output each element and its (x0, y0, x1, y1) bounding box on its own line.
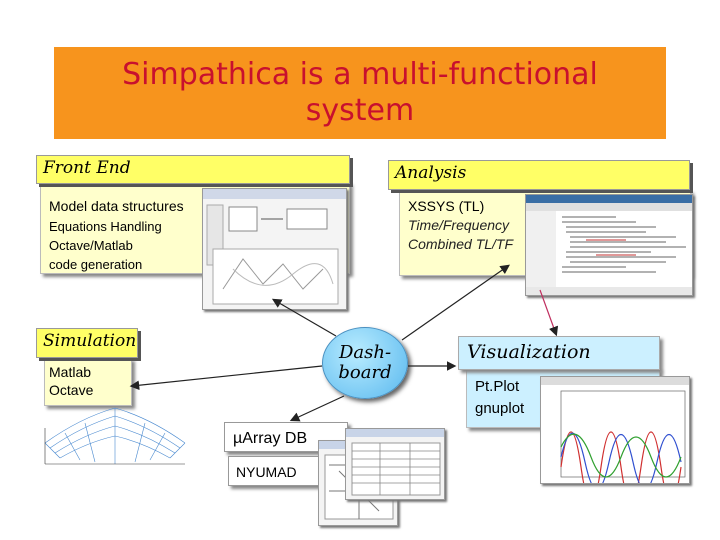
front-end-line-3: Octave/Matlab (49, 238, 133, 253)
arrow-dashboard-to-front-end (271, 298, 337, 337)
database-label: µArray DB (233, 430, 308, 447)
front-end-screenshot (202, 188, 347, 310)
database-sub-label: NYUMAD (236, 464, 297, 480)
front-end-header: Front End (36, 155, 350, 184)
title-banner: Simpathica is a multi-functional system (54, 47, 666, 139)
visualization-plot-graphic (541, 377, 689, 483)
analysis-header: Analysis (388, 160, 690, 190)
arrow-analysis-to-visualization (539, 289, 559, 337)
front-end-line-2: Equations Handling (49, 219, 162, 234)
analysis-screenshot (525, 194, 693, 296)
front-end-screenshot-graphic (203, 189, 346, 305)
front-end-line-4: code generation (49, 257, 143, 272)
simulation-mesh-graphic (44, 407, 186, 465)
slide-title: Simpathica is a multi-functional system (122, 57, 598, 128)
analysis-line-3: Combined TL/TF (408, 236, 514, 252)
simulation-header: Simulation (36, 328, 138, 358)
visualization-plot (540, 376, 690, 484)
simulation-panel: Matlab Octave (44, 358, 132, 406)
simulation-mesh-plot (40, 398, 190, 468)
simulation-line-2: Octave (49, 382, 94, 398)
analysis-screenshot-graphic (526, 195, 692, 295)
front-end-line-1: Model data structures (49, 198, 184, 214)
dashboard-label: Dash-board (338, 342, 392, 383)
database-sub-box: NYUMAD (228, 456, 320, 486)
arrow-dashboard-to-simulation (129, 365, 323, 391)
visualization-header: Visualization (458, 336, 660, 370)
database-screenshot-2-graphic (346, 429, 444, 496)
database-screenshot-2 (345, 428, 445, 500)
visualization-line-1: Pt.Plot (475, 378, 520, 395)
analysis-line-1: XSSYS (TL) (408, 198, 485, 214)
analysis-line-2: Time/Frequency (408, 217, 510, 233)
simulation-line-1: Matlab (49, 364, 92, 380)
arrow-dashboard-to-analysis (401, 264, 510, 341)
dashboard-node: Dash-board (322, 327, 408, 399)
arrow-dashboard-to-database (289, 395, 345, 422)
visualization-line-2: gnuplot (475, 400, 525, 417)
